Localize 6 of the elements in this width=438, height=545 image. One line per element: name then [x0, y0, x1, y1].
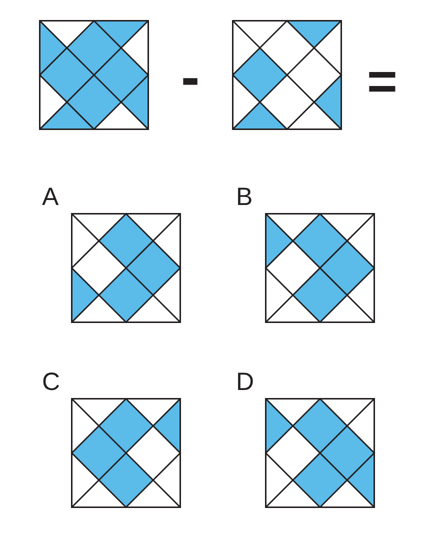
option-letter: D	[236, 370, 254, 395]
minus-sign: -	[181, 49, 200, 105]
option-letter: B	[236, 185, 253, 210]
option-letter: C	[42, 370, 60, 395]
equals-sign: =	[367, 56, 398, 108]
option-letter: A	[42, 185, 59, 210]
